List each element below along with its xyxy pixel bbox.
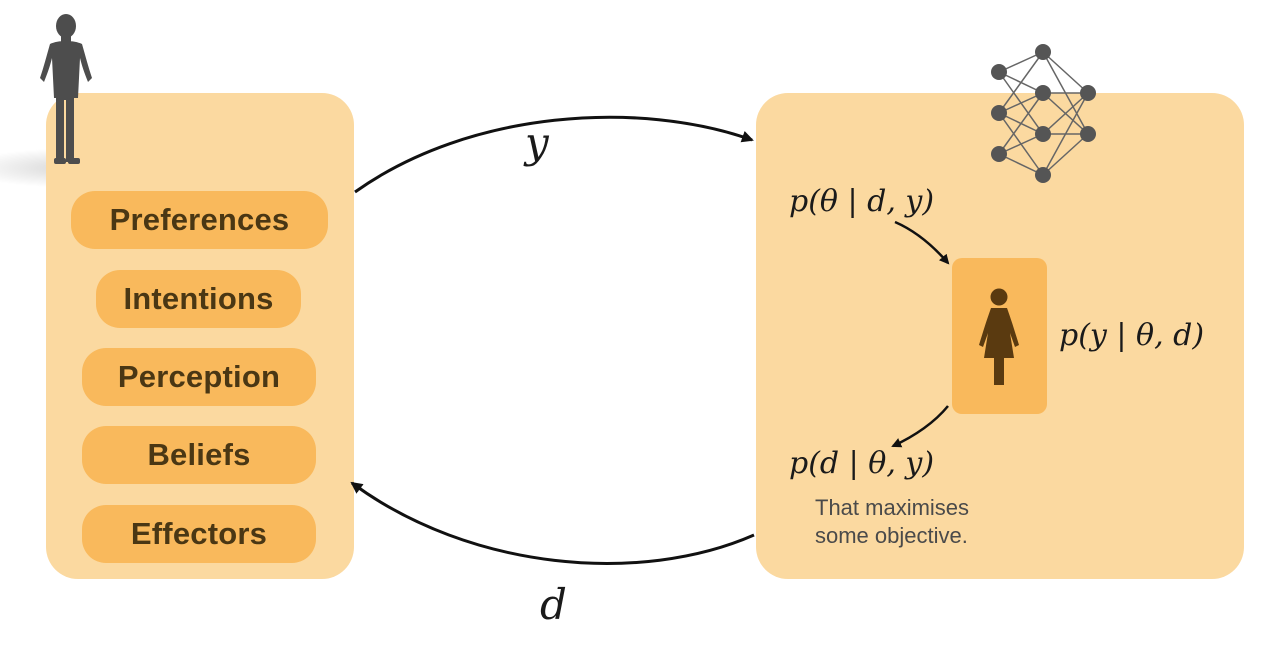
person-standing-icon: [40, 14, 92, 164]
arrow-label-y: y: [525, 118, 549, 167]
agent-panel: [46, 93, 354, 579]
pill-intentions: Intentions: [96, 270, 301, 328]
arrow-label-d: d: [540, 580, 567, 629]
pill-perception: Perception: [82, 348, 316, 406]
arrow-observation: [354, 115, 754, 194]
neural-network-icon: [991, 44, 1096, 183]
objective-note: That maximises some objective.: [815, 494, 1035, 550]
note-line-2: some objective.: [815, 523, 968, 548]
pill-effectors: Effectors: [82, 505, 316, 563]
likelihood-label: p(y | θ, d): [1059, 318, 1205, 353]
pill-beliefs: Beliefs: [82, 426, 316, 484]
arrow-design: [350, 481, 755, 565]
arrow-posterior-to-agent: [894, 220, 950, 265]
note-line-1: That maximises: [815, 495, 970, 520]
person-icon: [979, 288, 1019, 385]
design-label: p(d | θ, y): [789, 446, 935, 481]
posterior-label: p(θ | d, y): [789, 184, 935, 219]
pill-preferences: Preferences: [71, 191, 328, 249]
arrow-agent-to-design: [891, 405, 949, 448]
